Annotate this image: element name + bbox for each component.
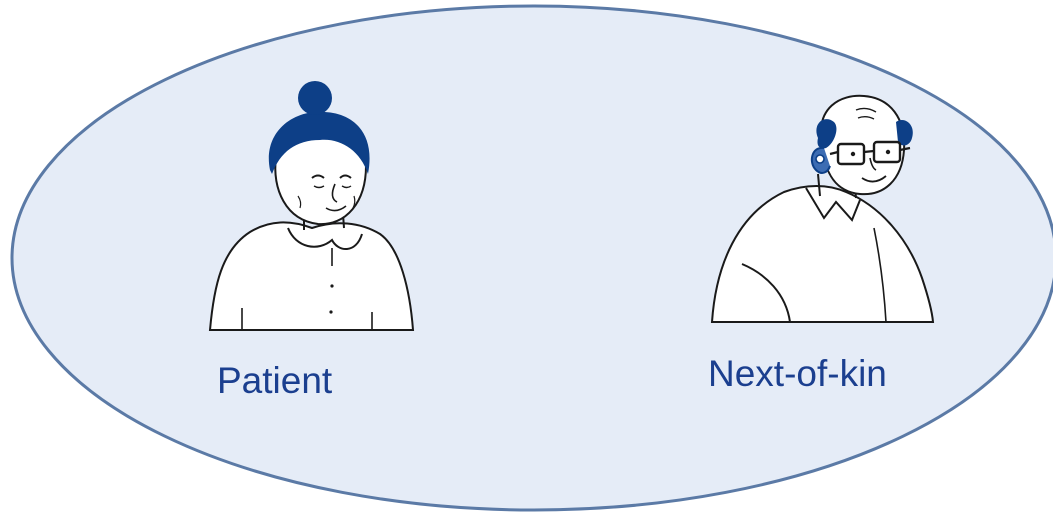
patient-label: Patient bbox=[217, 360, 333, 401]
group-ellipse-shape bbox=[10, 4, 1053, 512]
elderly-man-icon bbox=[710, 94, 935, 323]
elderly-woman-icon bbox=[208, 81, 415, 331]
next-of-kin-label: Next-of-kin bbox=[708, 353, 887, 394]
